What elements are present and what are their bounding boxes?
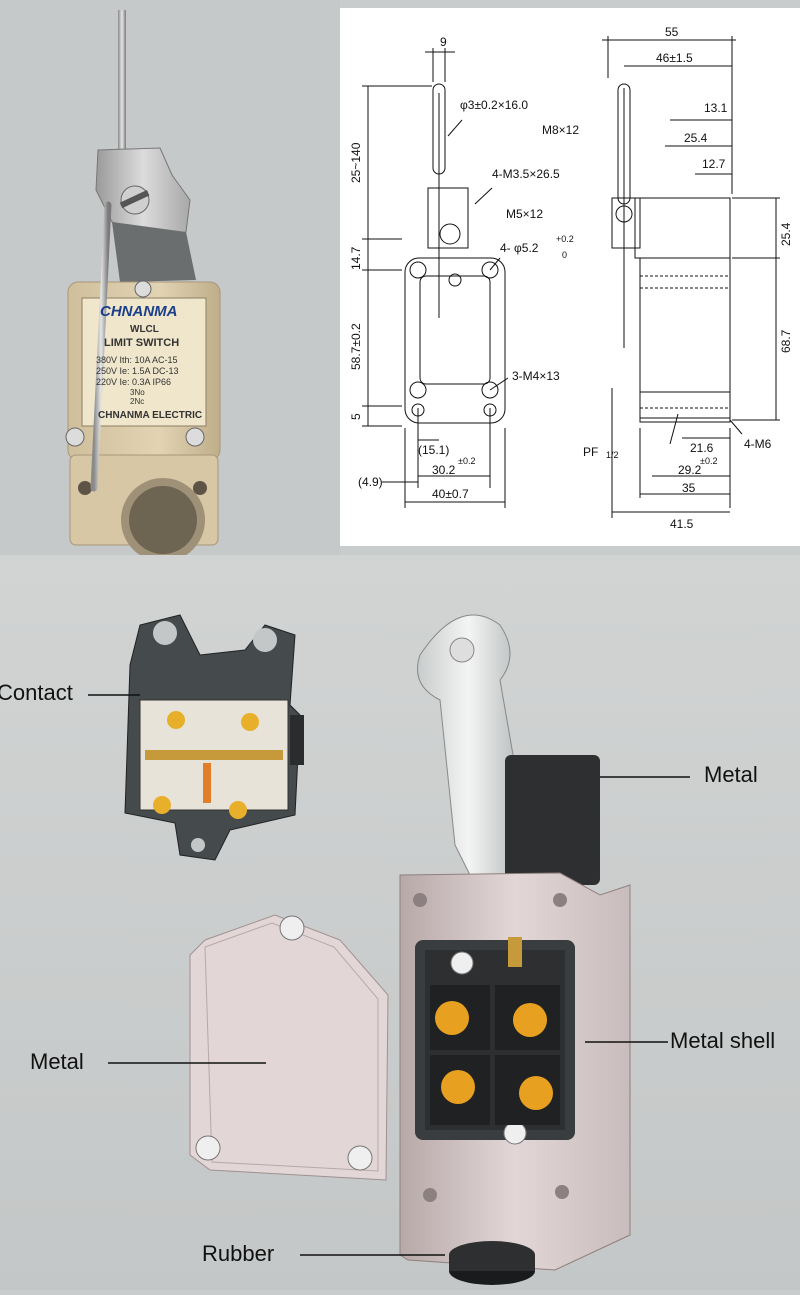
roller-lever [417,614,521,876]
dim-21-6-tol: ±0.2 [700,456,717,466]
metal-head [505,755,600,885]
dim-m8: M8×12 [542,123,579,137]
exploded-view: Contact Metal Metal Metal shell Rubber [0,555,800,1290]
dim-hole-tol-top: +0.2 [556,234,574,244]
exploded-view-svg [88,614,690,1285]
dim-15-1: (15.1) [418,443,449,457]
dim-screw-b: M5×12 [506,207,543,221]
dim-hole-tol-bot: 0 [562,250,567,260]
dim-12-7: 12.7 [702,157,726,171]
dim-m6: 4-M6 [744,437,772,451]
dim-13-1: 13.1 [704,101,728,115]
dim-29-2: 29.2 [678,463,702,477]
callout-metal-shell: Metal shell [670,1028,776,1053]
label-contact-1: 3No [130,388,145,397]
metal-cover [189,914,389,1181]
lever-rod-upper [118,10,126,160]
dim-40: 40±0.7 [432,487,469,501]
dim-55: 55 [665,25,679,39]
dim-pf-frac: 1/2 [606,450,619,460]
dim-68-7: 68.7 [779,329,793,353]
side-view [602,36,780,518]
dimension-drawing: 9 φ3±0.2×16.0 4-M3.5×26.5 M5×12 4- φ5.2 … [340,8,800,546]
label-spec-1: 380V Ith: 10A AC-15 [96,355,178,365]
dim-lever-len: 25~140 [349,142,363,183]
dim-rod: φ3±0.2×16.0 [460,98,528,112]
dim-21-6: 21.6 [690,441,714,455]
dim-mount: 3-M4×13 [512,369,560,383]
callout-metal-top: Metal [704,762,758,787]
dim-30-2-tol: ±0.2 [458,456,475,466]
label-maker: CHNANMA ELECTRIC [98,410,203,421]
dim-pf: PF [583,445,598,459]
dim-58-7: 58.7±0.2 [349,323,363,370]
label-spec-3: 220V Ie: 0.3A IP66 [96,377,172,387]
front-view [362,48,509,508]
callout-metal-cover: Metal [30,1049,84,1074]
dim-30-2: 30.2 [432,463,456,477]
dimension-drawing-svg: 9 φ3±0.2×16.0 4-M3.5×26.5 M5×12 4- φ5.2 … [349,25,793,531]
limit-switch-photo [65,10,221,562]
callout-contact: Contact [0,680,73,705]
metal-shell [399,872,631,1271]
label-type: LIMIT SWITCH [104,337,180,349]
label-spec-2: 250V Ie: 1.5A DC-13 [96,366,179,376]
dim-41-5: 41.5 [670,517,694,531]
product-photo: CHNANMA WLCL LIMIT SWITCH 380V Ith: 10A … [0,0,340,562]
dim-46: 46±1.5 [656,51,693,65]
dim-5: 5 [349,413,363,420]
label-contact-2: 2Nc [130,397,145,406]
dim-top-width: 9 [440,35,447,49]
dim-35: 35 [682,481,696,495]
dim-hole: 4- φ5.2 [500,241,539,255]
lever-rod-lower [90,201,112,492]
dim-14-7: 14.7 [349,246,363,270]
dim-25-4a: 25.4 [684,131,708,145]
contact-block [124,614,304,861]
callout-rubber: Rubber [202,1241,275,1266]
label-model: WLCL [130,324,159,335]
label-brand: CHNANMA [100,303,178,320]
dim-screw-a: 4-M3.5×26.5 [492,167,560,181]
dim-4-9: (4.9) [358,475,383,489]
dim-25-4b: 25.4 [779,222,793,246]
